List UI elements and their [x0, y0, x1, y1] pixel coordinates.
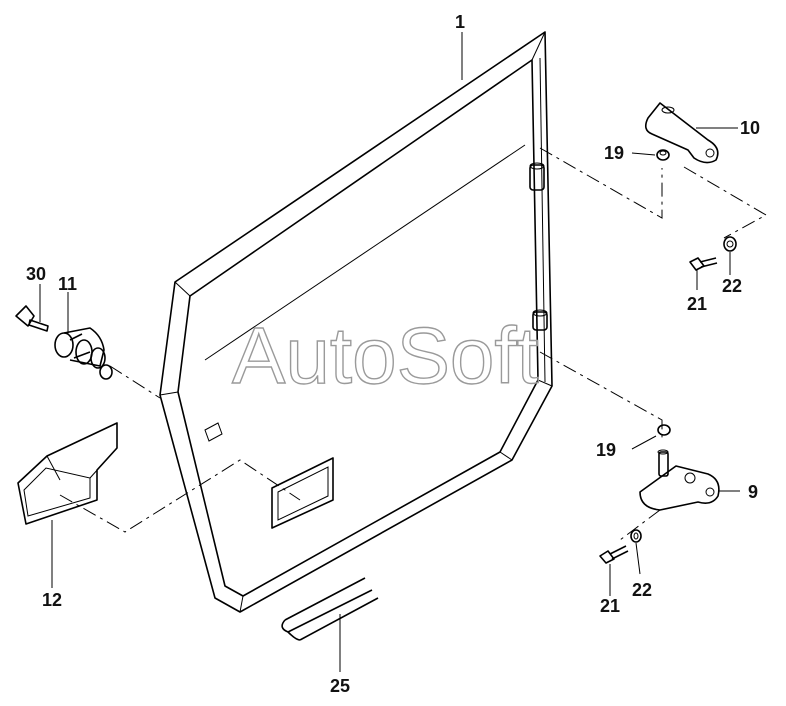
bolt-21-upper	[689, 257, 718, 271]
callout-19-lower: 19	[596, 440, 616, 460]
callout-11: 11	[58, 274, 77, 294]
assembly-lines	[59, 147, 768, 541]
bolt-21-lower	[599, 545, 629, 564]
callout-30: 30	[26, 264, 46, 284]
callout-10: 10	[740, 118, 760, 138]
lower-hinge-bracket	[639, 449, 720, 511]
callout-21-lower: 21	[600, 596, 620, 616]
washer-22-upper	[723, 236, 737, 252]
nut-19-upper	[656, 149, 670, 161]
hinge-pin-lower	[532, 309, 548, 331]
door-frame	[159, 31, 553, 613]
callout-19-upper: 19	[604, 143, 624, 163]
callout-22-upper: 22	[722, 276, 742, 296]
hinge-pin-upper	[529, 162, 545, 191]
leader-lines	[39, 32, 740, 672]
key	[15, 305, 49, 332]
callout-12: 12	[42, 590, 62, 610]
upper-hinge-bracket	[644, 102, 719, 164]
callout-9: 9	[748, 482, 758, 502]
callout-22-lower: 22	[632, 580, 652, 600]
nut-19-lower	[657, 424, 671, 436]
lock-cylinder	[54, 327, 113, 380]
callout-21-upper: 21	[687, 294, 707, 314]
handle-trim	[17, 422, 118, 525]
washer-22-lower	[630, 529, 642, 543]
callout-25: 25	[330, 676, 350, 696]
weatherstrip	[281, 577, 379, 641]
watermark-text: AutoSoft	[232, 311, 539, 400]
callout-1: 1	[455, 12, 465, 32]
